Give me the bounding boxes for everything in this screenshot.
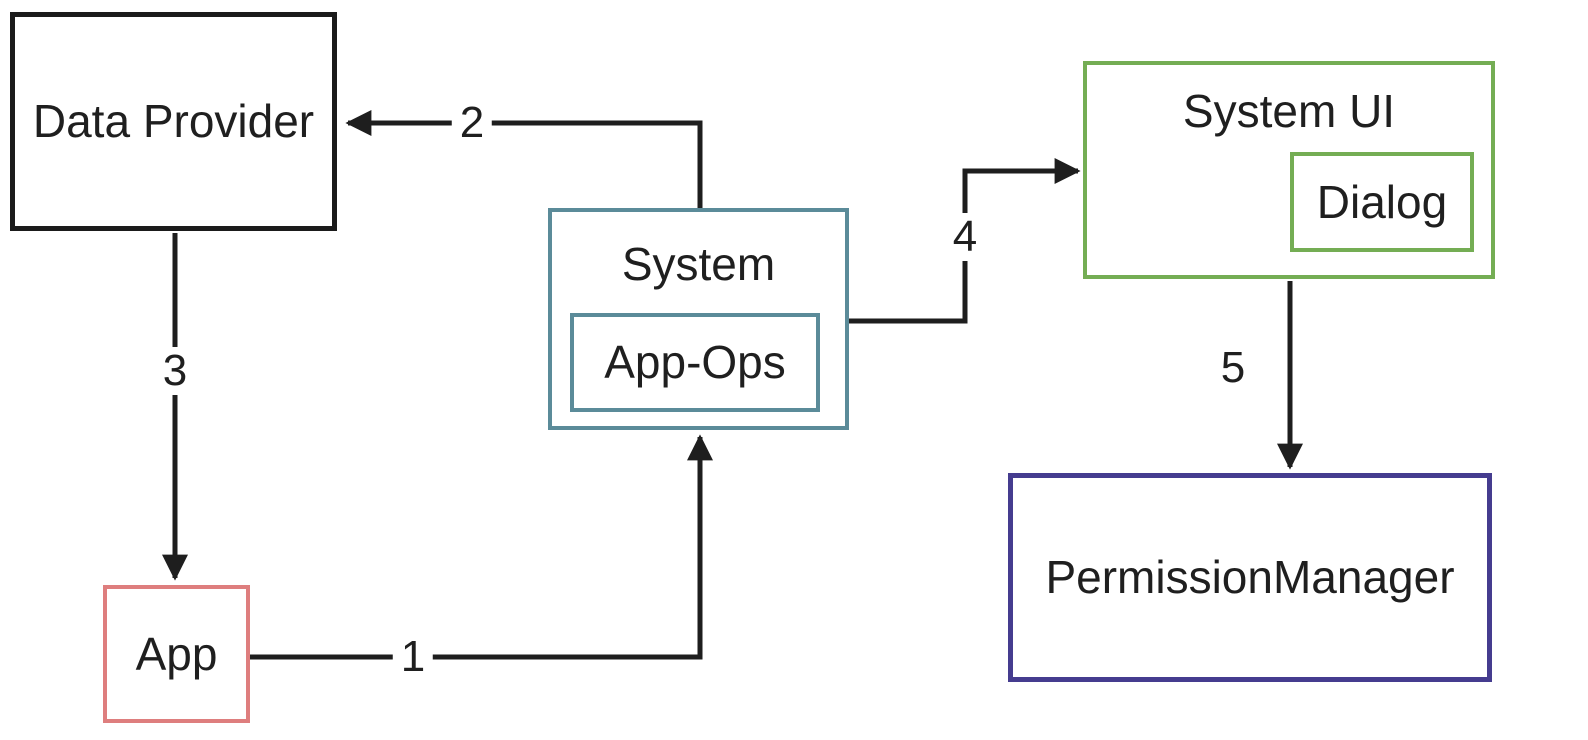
edge-label-4: 4: [944, 213, 986, 261]
edge-label-2: 2: [451, 99, 493, 147]
node-dialog-label: Dialog: [1316, 175, 1448, 228]
node-app-label: App: [135, 627, 218, 680]
node-app: App: [103, 585, 250, 723]
edge-label-5: 5: [1212, 344, 1254, 392]
node-data-provider-label: Data Provider: [32, 95, 315, 148]
node-dialog: Dialog: [1290, 152, 1474, 252]
node-system-ui: System UI Dialog: [1083, 61, 1495, 279]
edge-label-3: 3: [154, 347, 196, 395]
edge-1-app-to-system: [250, 434, 713, 660]
node-data-provider: Data Provider: [10, 12, 337, 231]
node-system: System App-Ops: [548, 208, 849, 430]
node-system-ui-label: System UI: [1182, 85, 1396, 137]
node-permission-manager: PermissionManager: [1008, 473, 1492, 682]
edge-label-1: 1: [392, 633, 434, 681]
edge-2-system-to-data-provider: [345, 110, 703, 209]
node-system-label: System: [621, 238, 776, 290]
node-permission-manager-label: PermissionManager: [1045, 551, 1455, 604]
node-app-ops-label: App-Ops: [604, 336, 786, 389]
node-app-ops: App-Ops: [570, 313, 820, 412]
